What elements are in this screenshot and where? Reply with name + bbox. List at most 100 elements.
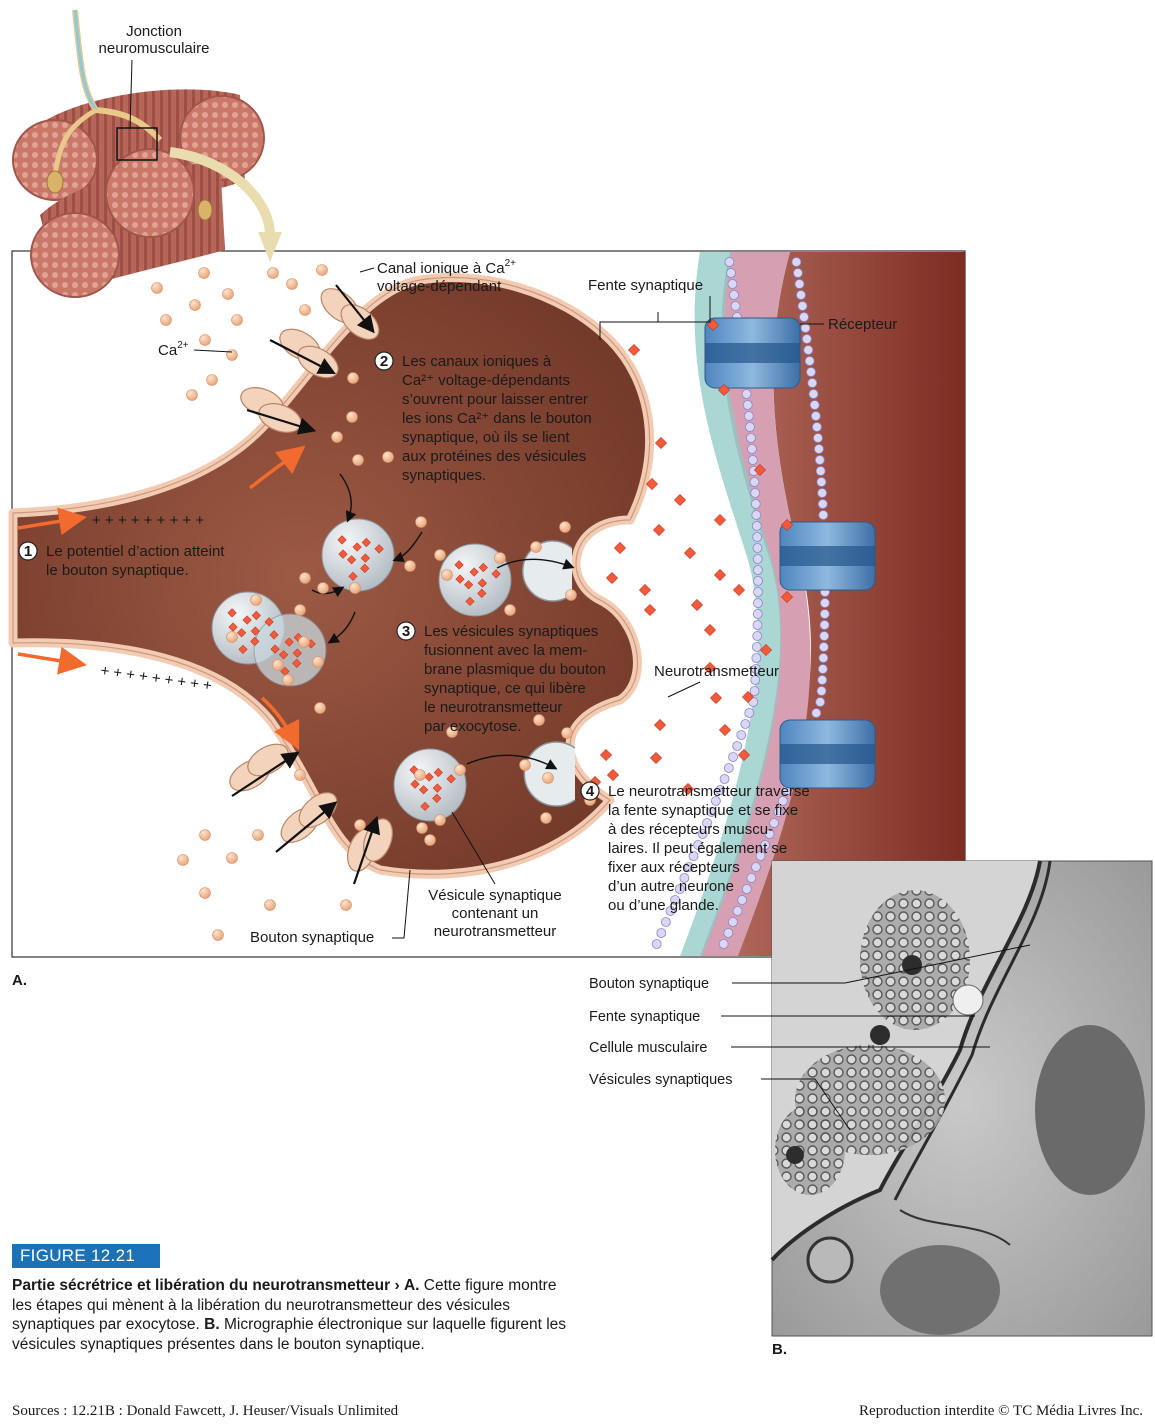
membrane-bead bbox=[796, 290, 806, 300]
ca-ion bbox=[252, 829, 264, 841]
ca-ion bbox=[316, 264, 328, 276]
membrane-bead bbox=[753, 598, 763, 608]
ca-ion bbox=[352, 454, 364, 466]
muscle-fiber-section bbox=[30, 212, 120, 298]
membrane-bead bbox=[750, 664, 761, 674]
neurotransmitter bbox=[469, 567, 479, 577]
ca-ion bbox=[382, 451, 394, 463]
caption-b-text: Micrographie électronique sur laquelle f… bbox=[12, 1316, 567, 1353]
membrane-bead bbox=[803, 345, 814, 355]
membrane-bead bbox=[679, 873, 690, 883]
label-neurotransmetteur: Neurotransmetteur bbox=[654, 663, 779, 698]
membrane-bead bbox=[752, 532, 763, 542]
neurotransmitter bbox=[654, 436, 668, 450]
membrane-bead bbox=[799, 312, 809, 322]
ca-ion bbox=[294, 769, 306, 781]
ca-ion bbox=[354, 819, 366, 831]
neurotransmitter bbox=[432, 783, 442, 793]
caption-a-label: A. bbox=[403, 1277, 420, 1294]
step-text-line: ou d’une glande. bbox=[608, 897, 719, 914]
figure-number-badge: FIGURE 12.21 bbox=[12, 1244, 160, 1268]
step-text-line: aux protéines des vésicules bbox=[402, 448, 586, 465]
neurotransmitter bbox=[599, 748, 613, 762]
neurotransmitter bbox=[269, 630, 279, 640]
ca-channel bbox=[229, 743, 289, 792]
neurotransmitter bbox=[780, 590, 794, 604]
step-number: 4 bbox=[586, 783, 595, 800]
label-recepteur: Récepteur bbox=[800, 316, 897, 333]
ca-ion bbox=[212, 929, 224, 941]
step-text-line: Le potentiel d’action atteint bbox=[46, 543, 225, 560]
membrane-bead bbox=[651, 939, 662, 949]
neurotransmitter bbox=[280, 666, 290, 677]
membrane-bead bbox=[710, 796, 721, 806]
membrane-bead bbox=[732, 741, 743, 751]
neurotransmitter bbox=[653, 718, 667, 732]
ca-ion bbox=[272, 659, 284, 671]
caption-b-label: B. bbox=[204, 1316, 220, 1333]
membrane-bead bbox=[819, 609, 830, 619]
ca-ion bbox=[346, 411, 358, 423]
ca-ion bbox=[317, 582, 329, 594]
step-text-line: les ions Ca²⁺ dans le bouton bbox=[402, 410, 592, 427]
neurotransmitter bbox=[477, 578, 487, 588]
ca-ion bbox=[294, 604, 306, 616]
neurotransmitter bbox=[270, 644, 280, 654]
ca-channel bbox=[240, 387, 302, 433]
membrane-bead bbox=[684, 862, 694, 872]
ca-ion bbox=[340, 899, 352, 911]
neurotransmitter bbox=[753, 463, 767, 477]
neurotransmitter bbox=[606, 768, 620, 782]
ca-ion bbox=[312, 656, 324, 668]
ca-ion bbox=[226, 631, 238, 643]
neurotransmitter bbox=[236, 628, 247, 638]
action-potential-arrows bbox=[17, 445, 306, 751]
receptor bbox=[779, 719, 876, 789]
ca-ions bbox=[151, 264, 596, 941]
neurotransmitter-molecules bbox=[588, 318, 794, 796]
membrane-bead bbox=[747, 444, 757, 454]
ca-ion bbox=[416, 822, 428, 834]
membrane-bead bbox=[819, 620, 830, 630]
neurotransmitter bbox=[780, 518, 794, 532]
membrane-bead bbox=[764, 829, 775, 839]
neurotransmitter bbox=[465, 596, 475, 607]
membrane-bead bbox=[751, 862, 761, 872]
neurotransmitter bbox=[491, 569, 501, 579]
neurotransmitter bbox=[645, 477, 659, 491]
caption-a-text: Cette figure montre les étapes qui mènen… bbox=[12, 1277, 557, 1333]
neurotransmitter bbox=[605, 571, 619, 585]
ca-ion bbox=[250, 594, 262, 606]
panel-a-label: A. bbox=[12, 972, 27, 989]
neurotransmitter bbox=[360, 563, 370, 573]
neurotransmitter bbox=[737, 748, 751, 762]
neurotransmitter bbox=[251, 610, 261, 621]
ca-ion bbox=[424, 834, 436, 846]
svg-text:Vésicule synaptique: Vésicule synaptique bbox=[428, 887, 561, 904]
membrane-bead bbox=[814, 444, 824, 454]
membrane-bead bbox=[746, 873, 757, 883]
step-text-line: le bouton synaptique. bbox=[46, 562, 189, 579]
membrane-bead bbox=[745, 422, 755, 432]
ca-ion bbox=[559, 521, 571, 533]
sources-note: Sources : 12.21B : Donald Fawcett, J. He… bbox=[12, 1403, 399, 1419]
membrane-bead bbox=[718, 939, 729, 949]
ca-ion bbox=[199, 829, 211, 841]
neurotransmitter bbox=[643, 603, 657, 617]
svg-text:Fente synaptique: Fente synaptique bbox=[588, 277, 703, 294]
membrane-bead bbox=[806, 367, 816, 377]
neurotransmitter bbox=[432, 793, 442, 803]
membrane-bead bbox=[752, 543, 763, 553]
svg-text:neurotransmetteur: neurotransmetteur bbox=[434, 923, 557, 940]
ca-ion bbox=[347, 372, 359, 384]
muscle-fiber-section bbox=[12, 119, 98, 201]
step-number: 3 bbox=[402, 623, 410, 640]
neurotransmitter bbox=[292, 648, 302, 658]
figure-caption: Partie sécrétrice et libération du neuro… bbox=[12, 1276, 577, 1354]
vesicle bbox=[321, 518, 395, 592]
neurotransmitter bbox=[613, 541, 627, 555]
membrane-bead bbox=[815, 697, 826, 707]
step-text-line: le neurotransmetteur bbox=[424, 699, 562, 716]
